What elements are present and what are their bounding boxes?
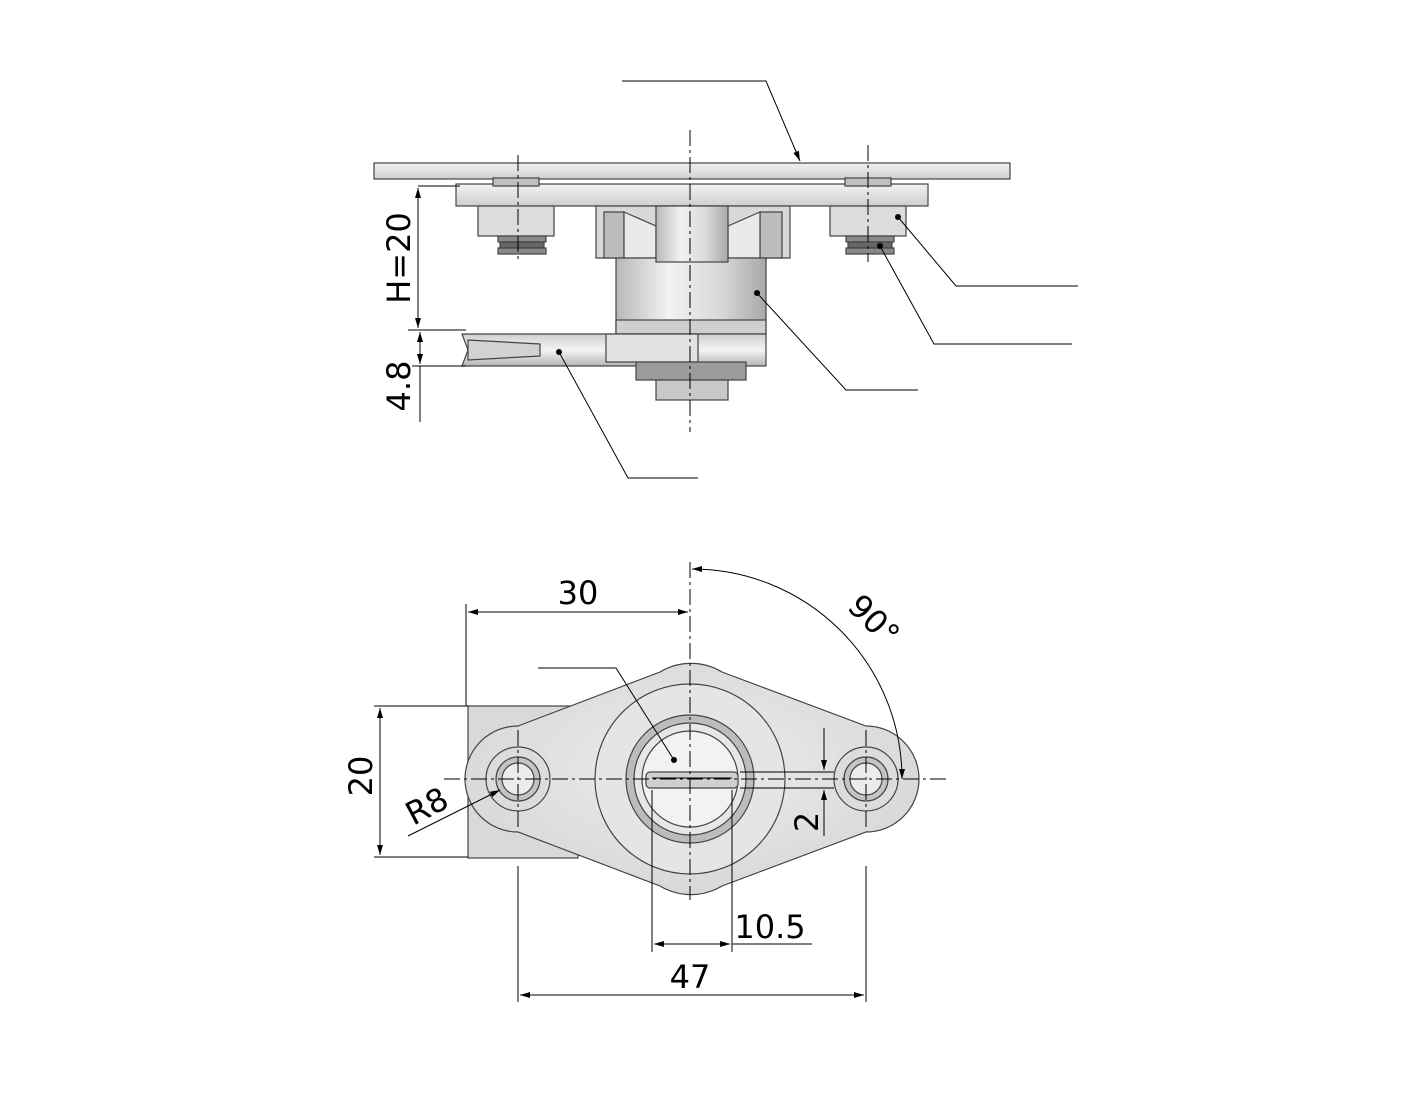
angle-arc — [691, 566, 905, 780]
left-spring-icon — [497, 235, 547, 255]
bottom-nut — [635, 361, 747, 381]
leader-nut — [897, 216, 1078, 287]
dim-offset: 30 — [558, 574, 599, 612]
dim-cam-thickness: 4.8 — [380, 361, 418, 412]
leader-cylinder — [756, 292, 918, 391]
dim-radius: R8 — [399, 780, 454, 834]
leader-spring — [879, 245, 1072, 345]
leader-door-panel — [622, 80, 801, 162]
front-view: 30 90° 20 R8 2 10.5 47 — [342, 562, 946, 1002]
dim-slot: 2 — [788, 812, 826, 832]
right-spring-icon — [845, 235, 895, 255]
dim-width: 20 — [342, 756, 380, 797]
mounting-plate — [455, 183, 929, 207]
dim-hole-spacing: 47 — [670, 958, 711, 996]
dim-height: H=20 — [380, 212, 418, 304]
leader-cam — [558, 351, 698, 479]
dim-angle: 90° — [840, 587, 907, 654]
side-view: H=20 4.8 — [373, 80, 1078, 479]
leader-key — [538, 667, 675, 761]
left-nut — [477, 205, 555, 237]
key-slot — [645, 771, 739, 789]
door-panel — [373, 162, 1011, 180]
dim-key: 10.5 — [734, 908, 805, 946]
